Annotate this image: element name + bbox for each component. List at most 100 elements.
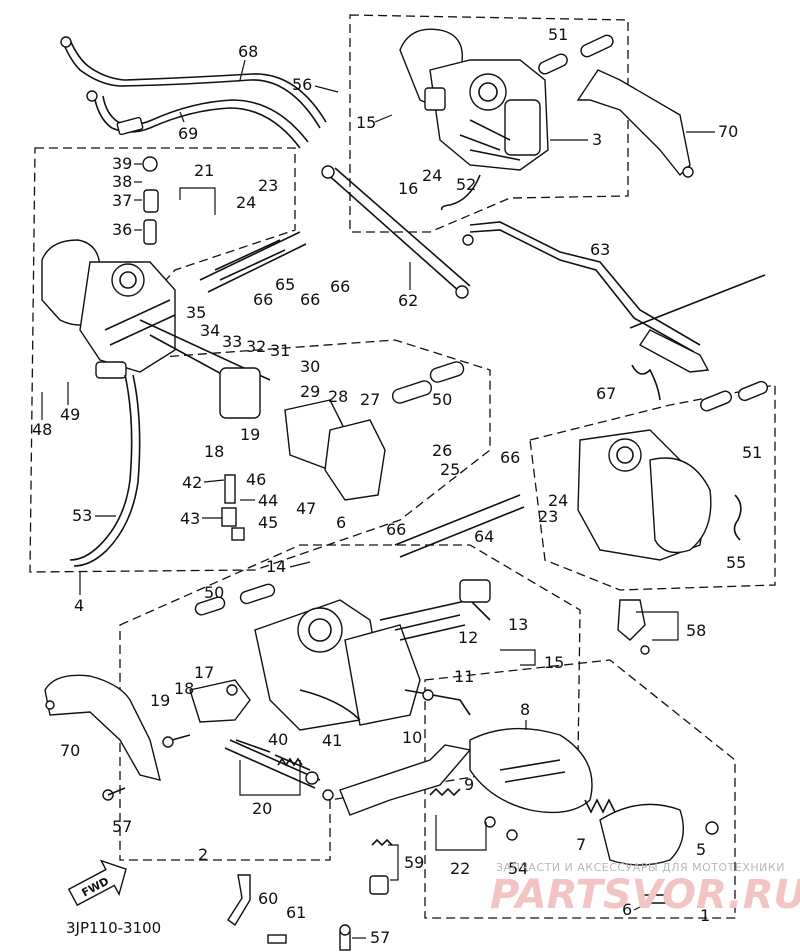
label-51-top: 51	[548, 25, 568, 44]
label-42: 42	[182, 473, 202, 492]
label-15-bottom: 15	[544, 653, 564, 672]
label-67: 67	[596, 384, 616, 403]
label-51-right: 51	[742, 443, 762, 462]
forward-arrow-icon: FWD	[67, 859, 127, 907]
drawing-code: 3JP110-3100	[66, 919, 161, 937]
fuel-joints-51-top	[538, 34, 614, 75]
label-68: 68	[238, 42, 258, 61]
label-46: 46	[246, 470, 266, 489]
label-1: 1	[700, 906, 710, 925]
carb-assembly-drawing-rear	[399, 28, 549, 211]
label-70-top: 70	[718, 122, 738, 141]
label-45: 45	[258, 513, 278, 532]
label-43: 43	[180, 509, 200, 528]
label-13: 13	[508, 615, 528, 634]
label-30: 30	[300, 357, 320, 376]
label-39: 39	[112, 154, 132, 173]
label-50-mid: 50	[432, 390, 452, 409]
label-28: 28	[328, 387, 348, 406]
label-65: 65	[275, 275, 295, 294]
label-5: 5	[696, 840, 706, 859]
label-20: 20	[252, 799, 272, 818]
label-34: 34	[200, 321, 220, 340]
label-66-b: 66	[300, 290, 320, 309]
label-57-left: 57	[112, 817, 132, 836]
label-31: 31	[270, 341, 290, 360]
label-6-mid: 6	[336, 513, 346, 532]
label-48: 48	[32, 420, 52, 439]
label-53: 53	[72, 506, 92, 525]
label-23-top: 23	[258, 176, 278, 195]
label-52: 52	[456, 175, 476, 194]
label-16: 16	[398, 179, 418, 198]
carb-4-drawing	[41, 156, 386, 567]
label-9: 9	[464, 775, 474, 794]
label-56: 56	[292, 75, 312, 94]
label-6-bottom: 6	[622, 900, 632, 919]
label-62: 62	[398, 291, 418, 310]
callout-labels: 51 56 68 15 3 70 69 16 24 52 39 38 37 36…	[32, 25, 762, 947]
label-17: 17	[194, 663, 214, 682]
small-parts-carb-2	[102, 679, 334, 801]
label-69: 69	[178, 124, 198, 143]
label-37: 37	[112, 191, 132, 210]
label-58: 58	[686, 621, 706, 640]
label-70-bottom: 70	[60, 741, 80, 760]
label-44: 44	[258, 491, 278, 510]
label-64: 64	[474, 527, 494, 546]
label-10: 10	[402, 728, 422, 747]
bracket-58	[617, 599, 650, 655]
label-4: 4	[74, 596, 84, 615]
label-19-bottom: 19	[150, 691, 170, 710]
boundary-carb-1	[424, 659, 736, 919]
label-11: 11	[454, 667, 474, 686]
label-66-d: 66	[500, 448, 520, 467]
label-18-bottom: 18	[174, 679, 194, 698]
label-33: 33	[222, 332, 242, 351]
label-29: 29	[300, 382, 320, 401]
label-40: 40	[268, 730, 288, 749]
label-66-a: 66	[253, 290, 273, 309]
shafts-65	[199, 231, 307, 293]
fuel-hoses-top-left	[60, 36, 327, 149]
label-14: 14	[266, 557, 286, 576]
label-60: 60	[258, 889, 278, 908]
shaft-64	[394, 494, 525, 558]
label-3: 3	[592, 130, 602, 149]
carb-2-drawing	[194, 579, 491, 789]
label-26: 26	[432, 441, 452, 460]
label-63: 63	[590, 240, 610, 259]
label-21: 21	[194, 161, 214, 180]
watermark-logo: PARTSVOR.RU	[490, 872, 800, 918]
fuel-joints-50-mid	[391, 361, 465, 404]
label-36: 36	[112, 220, 132, 239]
label-61: 61	[286, 903, 306, 922]
carb-3-drawing	[577, 364, 769, 561]
bracket-70-bottom	[44, 674, 161, 781]
label-49: 49	[60, 405, 80, 424]
label-24-right: 24	[548, 491, 568, 510]
label-50-bottom: 50	[204, 583, 224, 602]
label-55: 55	[726, 553, 746, 572]
boundary-carb-3	[529, 384, 776, 591]
bracket-70-top	[576, 69, 694, 178]
carb-1-drawing	[339, 689, 719, 904]
boundary-carb-4	[29, 147, 491, 573]
label-18-mid: 18	[204, 442, 224, 461]
label-23-right: 23	[538, 507, 558, 526]
label-7: 7	[576, 835, 586, 854]
label-22: 22	[450, 859, 470, 878]
bottom-small-parts	[227, 838, 393, 951]
label-57-bottom: 57	[370, 928, 390, 947]
label-15-top: 15	[356, 113, 376, 132]
label-59: 59	[404, 853, 424, 872]
watermark-caption: ЗАПЧАСТИ И АКСЕССУАРЫ ДЛЯ МОТОТЕХНИКИ	[496, 861, 785, 874]
label-38: 38	[112, 172, 132, 191]
label-47: 47	[296, 499, 316, 518]
label-12: 12	[458, 628, 478, 647]
label-24-mid: 24	[236, 193, 256, 212]
label-24-top: 24	[422, 166, 442, 185]
label-2: 2	[198, 845, 208, 864]
label-27: 27	[360, 390, 380, 409]
